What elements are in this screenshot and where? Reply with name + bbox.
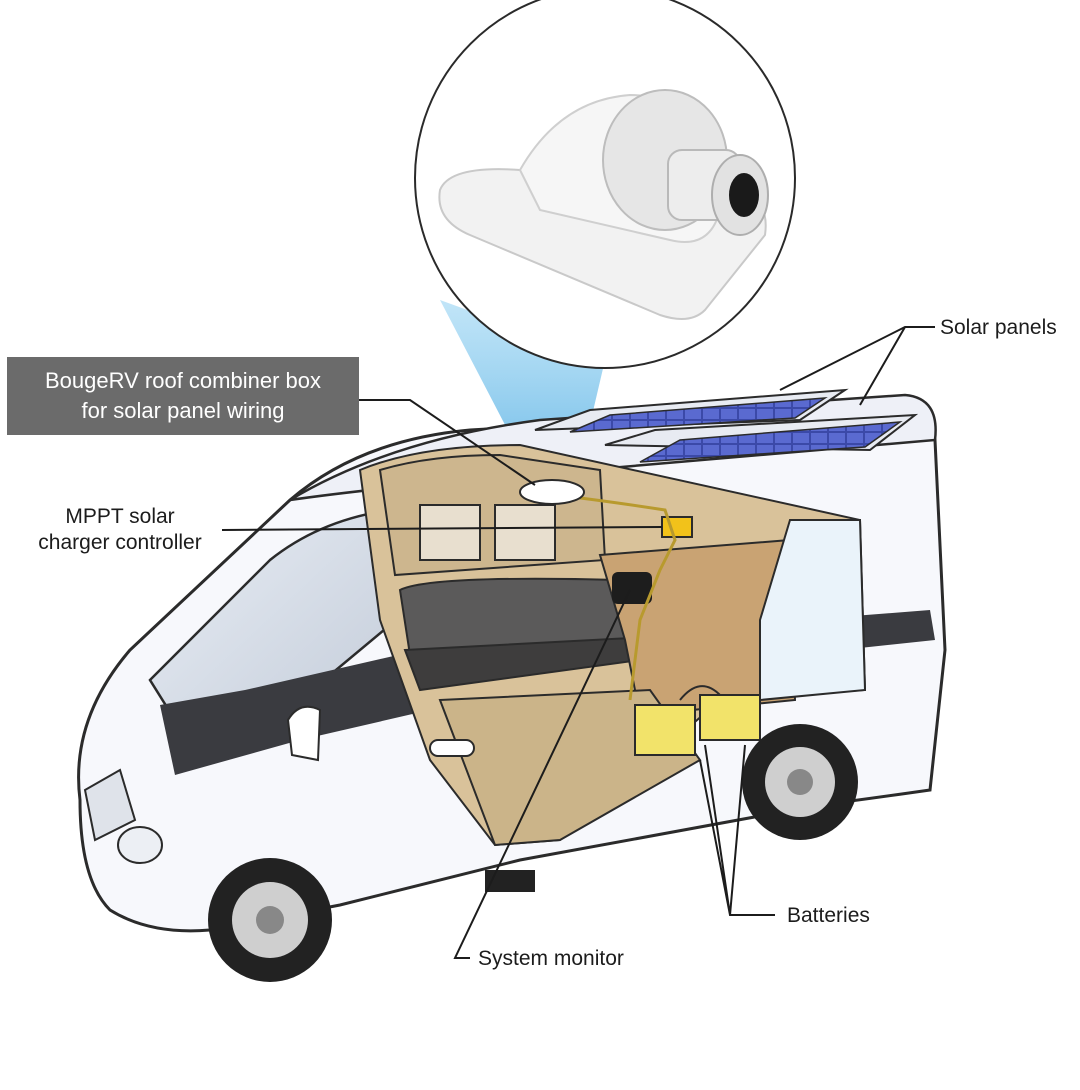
combiner-box-label-line-1: BougeRV roof combiner box — [45, 368, 321, 394]
leader-solar-panels — [779, 326, 935, 406]
leader-combiner-box — [359, 399, 536, 486]
leader-lines — [221, 326, 935, 959]
front-wheel — [208, 858, 332, 982]
battery-pack — [634, 685, 761, 756]
solar-panels-label: Solar panels — [940, 316, 1057, 339]
combiner-box-callout: BougeRV roof combiner box for solar pane… — [7, 357, 359, 435]
mppt-label-line-2: charger controller — [38, 531, 202, 555]
system-monitor-label: System monitor — [478, 947, 624, 970]
leader-system-monitor — [453, 589, 631, 959]
leader-batteries — [699, 744, 775, 916]
combiner-box-label-line-2: for solar panel wiring — [81, 398, 285, 423]
roof-combiner-box — [519, 479, 585, 505]
rear-wheel — [742, 724, 858, 840]
van — [77, 388, 947, 982]
leader-mppt — [221, 526, 663, 531]
solar-panels — [534, 388, 919, 463]
system-monitor — [612, 572, 652, 604]
mppt-label: MPPT solar charger controller — [15, 504, 225, 557]
combiner-box-product — [438, 89, 769, 320]
mppt-label-line-1: MPPT solar — [65, 505, 175, 528]
mppt-controller — [661, 516, 693, 538]
batteries-label: Batteries — [787, 904, 870, 927]
